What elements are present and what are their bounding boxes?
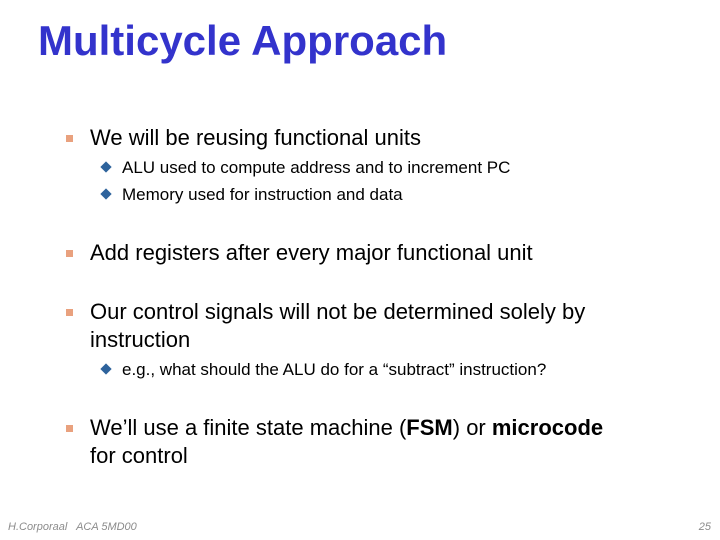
bullet-text-segment: ) or: [452, 415, 492, 440]
bullet-item: Our control signals will not be determin…: [40, 298, 618, 354]
square-bullet-icon: [66, 309, 73, 316]
footer-page-number: 25: [698, 521, 711, 533]
diamond-bullet-icon: [100, 188, 112, 200]
bullet-item: We will be reusing functional units: [40, 124, 618, 152]
bullet-text: Our control signals will not be determin…: [90, 299, 586, 352]
bullet-text: Add registers after every major function…: [90, 240, 533, 265]
footer-author: H.Corporaal ACA 5MD00: [8, 521, 137, 533]
bullet-text: We will be reusing functional units: [90, 125, 421, 150]
sub-bullet-text: ALU used to compute address and to incre…: [122, 158, 511, 177]
bullet-text-segment: We’ll use a finite state machine (: [90, 415, 407, 440]
bullet-text-bold: microcode: [491, 415, 604, 440]
sub-bullet-text: e.g., what should the ALU do for a “subt…: [122, 360, 547, 379]
bullet-text-bold: FSM: [406, 415, 453, 440]
sub-bullet-item: ALU used to compute address and to incre…: [40, 154, 618, 181]
square-bullet-icon: [66, 135, 73, 142]
sub-bullet-item: e.g., what should the ALU do for a “subt…: [40, 356, 618, 383]
square-bullet-icon: [66, 425, 73, 432]
slide-title: Multicycle Approach: [38, 17, 448, 64]
sub-bullet-item: Memory used for instruction and data: [40, 181, 618, 208]
bullet-text-rich: We’ll use a finite state machine (FSM) o…: [90, 415, 603, 468]
square-bullet-icon: [66, 250, 73, 257]
sub-bullet-text: Memory used for instruction and data: [122, 185, 403, 204]
bullet-text-segment: for control: [90, 443, 188, 468]
diamond-bullet-icon: [100, 363, 112, 375]
bullet-item: Add registers after every major function…: [40, 239, 618, 267]
diamond-bullet-icon: [100, 161, 112, 173]
bullet-list: We will be reusing functional units ALU …: [40, 124, 618, 470]
bullet-item: We’ll use a finite state machine (FSM) o…: [40, 414, 618, 470]
